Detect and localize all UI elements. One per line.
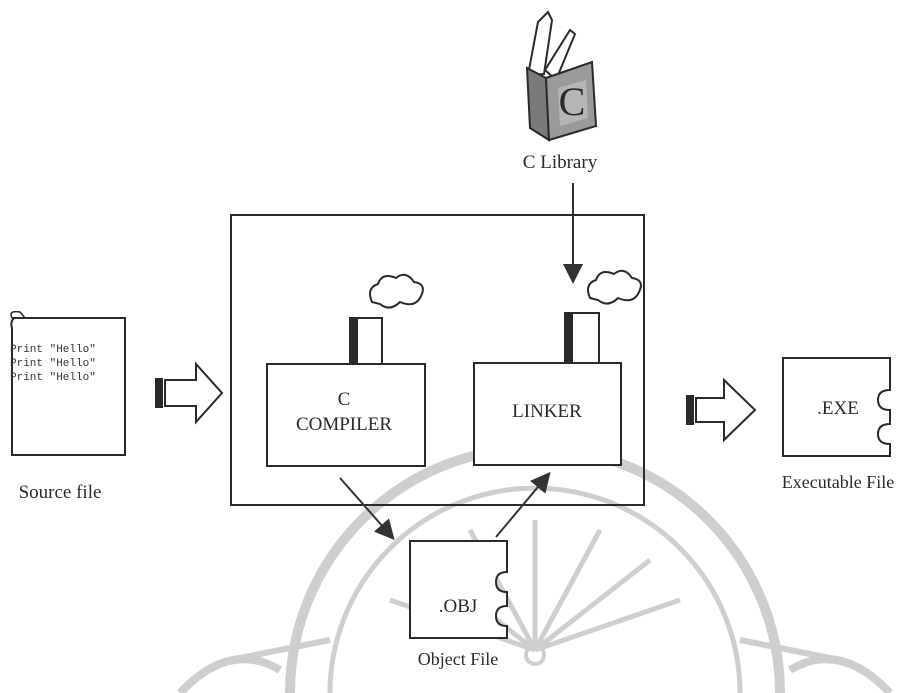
source-code-line-1: Print "Hello" [10, 344, 96, 356]
compiler-label-line2: COMPILER [296, 414, 392, 435]
compiler-smokestack-icon [350, 275, 423, 364]
executable-file-ext: .EXE [817, 398, 859, 419]
object-file-icon [410, 541, 507, 638]
source-code-line-3: Print "Hello" [10, 372, 96, 384]
linker-to-executable-arrow [686, 380, 755, 440]
executable-file-label: Executable File [782, 472, 894, 492]
linker-label: LINKER [512, 401, 582, 422]
linker-smokestack-icon [565, 271, 641, 363]
book-glyph: C [559, 79, 586, 124]
c-library-label: C Library [523, 152, 598, 173]
object-file-ext: .OBJ [439, 596, 478, 617]
object-file-label: Object File [418, 649, 498, 669]
c-library-book-icon: C [527, 12, 596, 140]
source-file-label: Source file [19, 482, 102, 503]
source-to-compiler-arrow [155, 364, 222, 422]
source-code-line-2: Print "Hello" [10, 358, 96, 370]
compiler-label-line1: C [338, 389, 351, 410]
